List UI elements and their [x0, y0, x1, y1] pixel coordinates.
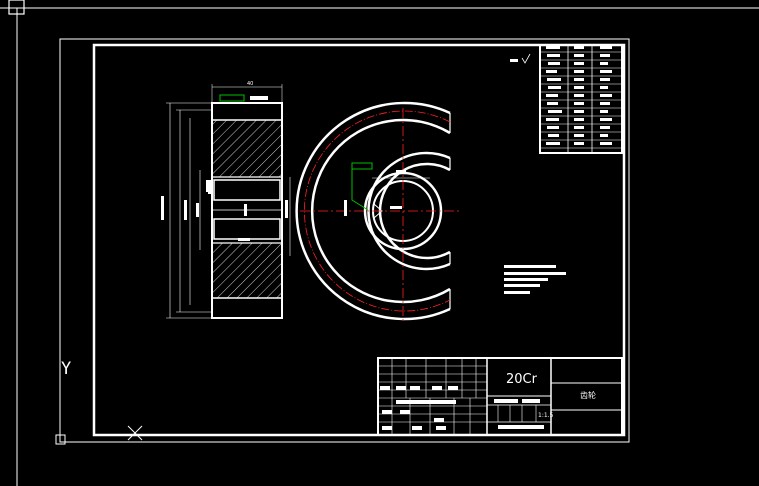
ucs-icon — [55, 380, 143, 445]
part-name-label: 齿轮 — [580, 390, 596, 400]
top-left-corner-box[interactable] — [8, 0, 25, 15]
scale-label: 1:1.5 — [538, 412, 554, 419]
paper-border — [59, 38, 630, 443]
ucs-y-axis-label: Y — [61, 359, 71, 379]
roughness-note — [510, 53, 531, 64]
width-dimension-text: 40 — [247, 81, 253, 87]
title-block — [377, 357, 623, 436]
gear-front-view — [295, 101, 460, 322]
model-space-limits — [0, 7, 759, 486]
title-block-text: 20Cr 齿轮 1:1.5 — [506, 372, 596, 419]
gear-parameter-table — [539, 44, 623, 154]
gear-section-view — [161, 84, 291, 319]
material-label: 20Cr — [506, 372, 538, 387]
drawing-frame — [92, 43, 626, 437]
technical-requirements — [504, 265, 566, 294]
